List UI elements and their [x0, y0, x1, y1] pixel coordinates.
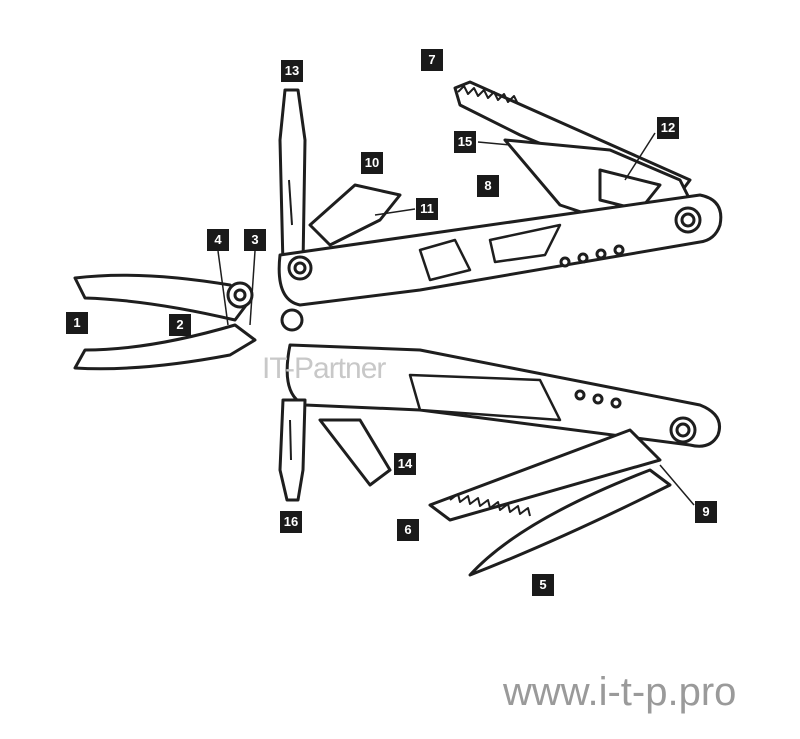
wire-stripper [318, 418, 392, 487]
plier-jaw-upper [73, 273, 252, 322]
callout-1: 1 [66, 312, 88, 334]
callout-15: 15 [454, 131, 476, 153]
callout-11: 11 [416, 198, 438, 220]
callout-3: 3 [244, 229, 266, 251]
watermark: IT-Partner [262, 352, 386, 385]
callout-10: 10 [361, 152, 383, 174]
screwdriver-top [278, 88, 307, 267]
callout-14: 14 [394, 453, 416, 475]
callout-13: 13 [281, 60, 303, 82]
website-url: www.i-t-p.pro [503, 670, 737, 714]
callout-2: 2 [169, 314, 191, 336]
serrated-blade [428, 428, 662, 522]
callout-6: 6 [397, 519, 419, 541]
knife-blade [468, 468, 672, 577]
callout-12: 12 [657, 117, 679, 139]
callout-7: 7 [421, 49, 443, 71]
callout-16: 16 [280, 511, 302, 533]
callout-4: 4 [207, 229, 229, 251]
callout-8: 8 [477, 175, 499, 197]
bottle-opener [308, 183, 402, 247]
screwdriver-bottom [278, 398, 307, 502]
callout-5: 5 [532, 574, 554, 596]
plier-jaw-lower [73, 323, 257, 371]
callout-9: 9 [695, 501, 717, 523]
